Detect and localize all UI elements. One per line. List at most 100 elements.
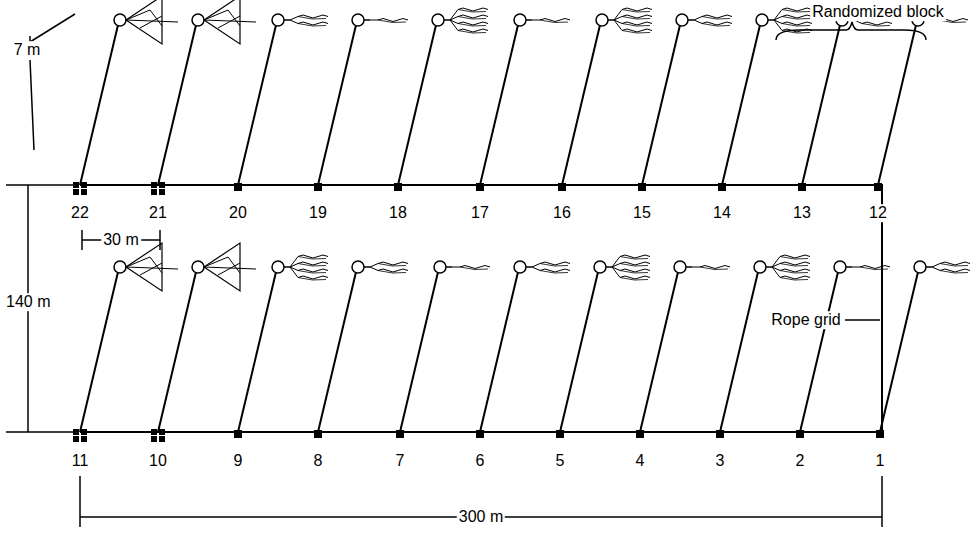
- streamer: [700, 267, 728, 270]
- mooring-line: [158, 25, 196, 185]
- dimension-line: [30, 14, 75, 42]
- station-number: 1: [874, 452, 887, 470]
- streamer: [614, 20, 652, 25]
- buoy: [674, 261, 686, 273]
- streamer: [458, 10, 486, 13]
- dimension-tick: [79, 476, 81, 527]
- net-line: [126, 257, 178, 275]
- net-line: [126, 10, 178, 28]
- buoy: [594, 261, 606, 273]
- rope-line: [80, 185, 882, 432]
- streamer: [774, 15, 812, 20]
- station-marker: [151, 436, 157, 442]
- streamer: [532, 19, 570, 22]
- streamer: [460, 267, 488, 270]
- leader-line: [845, 319, 880, 321]
- streamer: [692, 266, 730, 269]
- streamer: [860, 267, 888, 270]
- net-frame: [126, 0, 162, 44]
- streamer: [852, 266, 890, 269]
- streamer: [378, 271, 406, 274]
- streamer: [450, 8, 488, 20]
- streamer: [378, 264, 406, 267]
- streamer: [612, 267, 650, 279]
- streamer: [298, 278, 326, 281]
- station-number: 9: [232, 452, 245, 470]
- station-number: 19: [307, 204, 329, 222]
- streamer: [298, 271, 326, 274]
- dimension-line: [30, 60, 34, 150]
- station-number: 13: [791, 204, 813, 222]
- streamer: [290, 15, 328, 20]
- streamer: [782, 24, 810, 27]
- streamer: [780, 278, 808, 281]
- station-marker: [81, 429, 87, 435]
- mooring-line: [318, 272, 356, 432]
- streamer: [772, 262, 810, 267]
- net-line: [204, 257, 256, 275]
- station-marker: [159, 429, 165, 435]
- mooring-line: [560, 272, 598, 432]
- mooring-line: [80, 272, 118, 432]
- streamer: [614, 8, 652, 20]
- streamer: [694, 20, 732, 25]
- streamer: [450, 20, 488, 32]
- streamer: [702, 17, 730, 20]
- streamer: [620, 271, 648, 274]
- station-number: 8: [312, 452, 325, 470]
- streamer-bar: [846, 266, 852, 268]
- mooring-line: [318, 25, 356, 185]
- streamer-bar: [768, 19, 774, 21]
- annotation-label: Rope grid: [769, 311, 842, 329]
- station-marker: [159, 436, 165, 442]
- buoy: [272, 261, 284, 273]
- station-marker: [73, 189, 79, 195]
- station-marker: [151, 429, 157, 435]
- streamer: [772, 267, 810, 272]
- station-number: 6: [474, 452, 487, 470]
- mooring-line: [800, 272, 838, 432]
- streamer-bar: [364, 19, 370, 21]
- station-number: 20: [227, 204, 249, 222]
- streamer-bar: [284, 19, 290, 21]
- streamer: [290, 255, 328, 267]
- streamer: [622, 17, 650, 20]
- buoy: [596, 14, 608, 26]
- streamer: [290, 267, 328, 279]
- streamer: [862, 24, 890, 27]
- station-number: 3: [714, 452, 727, 470]
- mooring-line: [878, 25, 916, 185]
- station-marker: [81, 189, 87, 195]
- station-marker: [159, 189, 165, 195]
- mooring-line: [80, 25, 118, 185]
- streamer: [780, 264, 808, 267]
- station-marker: [73, 182, 79, 188]
- buoy: [114, 261, 126, 273]
- station-number: 16: [551, 204, 573, 222]
- streamer: [290, 20, 328, 25]
- streamer: [782, 31, 810, 34]
- streamer: [622, 24, 650, 27]
- streamer: [780, 257, 808, 260]
- station-number: 5: [554, 452, 567, 470]
- buoy: [192, 261, 204, 273]
- streamer-bar: [526, 19, 532, 21]
- streamer: [298, 264, 326, 267]
- streamer: [532, 267, 570, 272]
- streamer: [290, 262, 328, 267]
- streamer: [540, 264, 568, 267]
- streamer: [774, 20, 812, 25]
- buoy: [834, 261, 846, 273]
- streamer: [450, 20, 488, 25]
- streamer: [458, 31, 486, 34]
- buoy: [352, 14, 364, 26]
- mooring-line: [562, 25, 600, 185]
- streamer-bar: [364, 266, 370, 268]
- station-number: 11: [70, 452, 91, 470]
- buoy: [914, 261, 926, 273]
- streamer: [370, 19, 408, 22]
- station-marker: [151, 182, 157, 188]
- streamer: [458, 17, 486, 20]
- streamer: [450, 15, 488, 20]
- dimension-label: 30 m: [101, 231, 141, 249]
